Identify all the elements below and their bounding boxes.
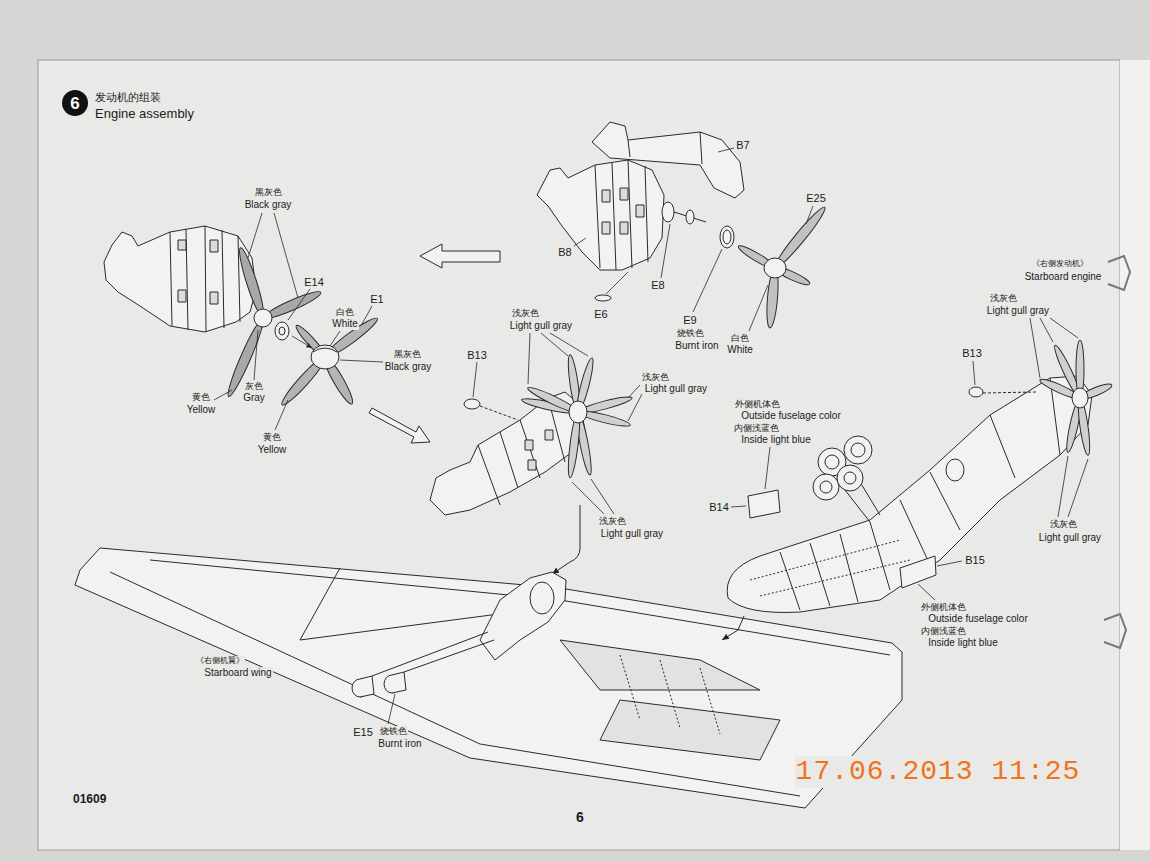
color-note: Inside light blue bbox=[740, 434, 812, 446]
assembly-name: Starboard wing bbox=[203, 667, 272, 679]
color-note: 灰色 bbox=[244, 381, 264, 391]
color-note: Inside light blue bbox=[927, 637, 999, 649]
color-note: Outside fuselage color bbox=[927, 613, 1029, 625]
page-number: 6 bbox=[575, 809, 585, 825]
assembly-name: 《右侧发动机》 bbox=[1031, 259, 1089, 268]
binder-clip bbox=[1108, 256, 1130, 290]
leader-lines bbox=[214, 148, 1088, 724]
color-note: 内侧浅蓝色 bbox=[920, 626, 967, 636]
color-note: Light gull gray bbox=[600, 528, 664, 540]
color-note: Light gull gray bbox=[509, 320, 573, 332]
color-note: White bbox=[331, 318, 359, 330]
page-sheet bbox=[38, 60, 1120, 850]
assembly-name: 《右侧机翼》 bbox=[195, 656, 245, 665]
step-title: Engine assembly bbox=[94, 107, 195, 122]
binder-clip bbox=[1104, 614, 1126, 648]
color-note: Light gull gray bbox=[986, 305, 1050, 317]
step-number: 6 bbox=[70, 95, 79, 112]
part-number: B13 bbox=[961, 347, 983, 360]
color-note: 浅灰色 bbox=[598, 516, 627, 526]
color-note: Burnt iron bbox=[674, 340, 719, 352]
part-number: B15 bbox=[964, 554, 986, 567]
photo-timestamp: 17.06.2013 11:25 bbox=[795, 756, 1082, 788]
color-note: Gray bbox=[242, 392, 266, 404]
color-note: Black gray bbox=[384, 361, 433, 373]
part-number: E9 bbox=[682, 314, 697, 327]
color-note: Light gull gray bbox=[644, 383, 708, 395]
part-number: B8 bbox=[557, 246, 572, 259]
color-note: 黑灰色 bbox=[254, 187, 283, 197]
color-note: 黑灰色 bbox=[393, 349, 422, 359]
color-note: Outside fuselage color bbox=[740, 410, 842, 422]
color-note: 浅灰色 bbox=[641, 372, 670, 382]
color-note: 浅灰色 bbox=[511, 308, 540, 318]
part-number: E14 bbox=[303, 276, 325, 289]
color-note: 浅灰色 bbox=[989, 293, 1018, 303]
color-note: Burnt iron bbox=[377, 738, 422, 750]
color-note: Yellow bbox=[186, 404, 217, 416]
part-number: E15 bbox=[352, 726, 374, 739]
line-art bbox=[75, 122, 1113, 808]
part-number: B14 bbox=[708, 501, 730, 514]
next-page bbox=[1120, 60, 1150, 850]
kit-number: 01609 bbox=[72, 793, 107, 807]
color-note: White bbox=[726, 344, 754, 356]
part-number: E6 bbox=[593, 308, 608, 321]
color-note: 内侧浅蓝色 bbox=[733, 423, 780, 433]
color-note: 外侧机体色 bbox=[920, 602, 967, 612]
color-note: 白色 bbox=[730, 333, 750, 343]
color-note: 烧铁色 bbox=[379, 726, 408, 736]
part-number: E8 bbox=[650, 279, 665, 292]
color-note: 白色 bbox=[335, 307, 355, 317]
color-note: 浅灰色 bbox=[1049, 519, 1078, 529]
color-note: 烧铁色 bbox=[676, 328, 705, 338]
color-note: 黄色 bbox=[262, 432, 282, 442]
color-note: Yellow bbox=[257, 444, 288, 456]
step-title: 发动机的组装 bbox=[94, 91, 162, 104]
part-number: E25 bbox=[805, 192, 827, 205]
step-number-circle: 6 bbox=[62, 90, 88, 116]
color-note: Light gull gray bbox=[1038, 532, 1102, 544]
part-number: E1 bbox=[369, 293, 384, 306]
color-note: 黄色 bbox=[191, 392, 211, 402]
assembly-name: Starboard engine bbox=[1024, 271, 1103, 283]
color-note: Black gray bbox=[244, 199, 293, 211]
color-note: 外侧机体色 bbox=[734, 399, 781, 409]
part-number: B7 bbox=[735, 139, 750, 152]
part-number: B13 bbox=[466, 349, 488, 362]
